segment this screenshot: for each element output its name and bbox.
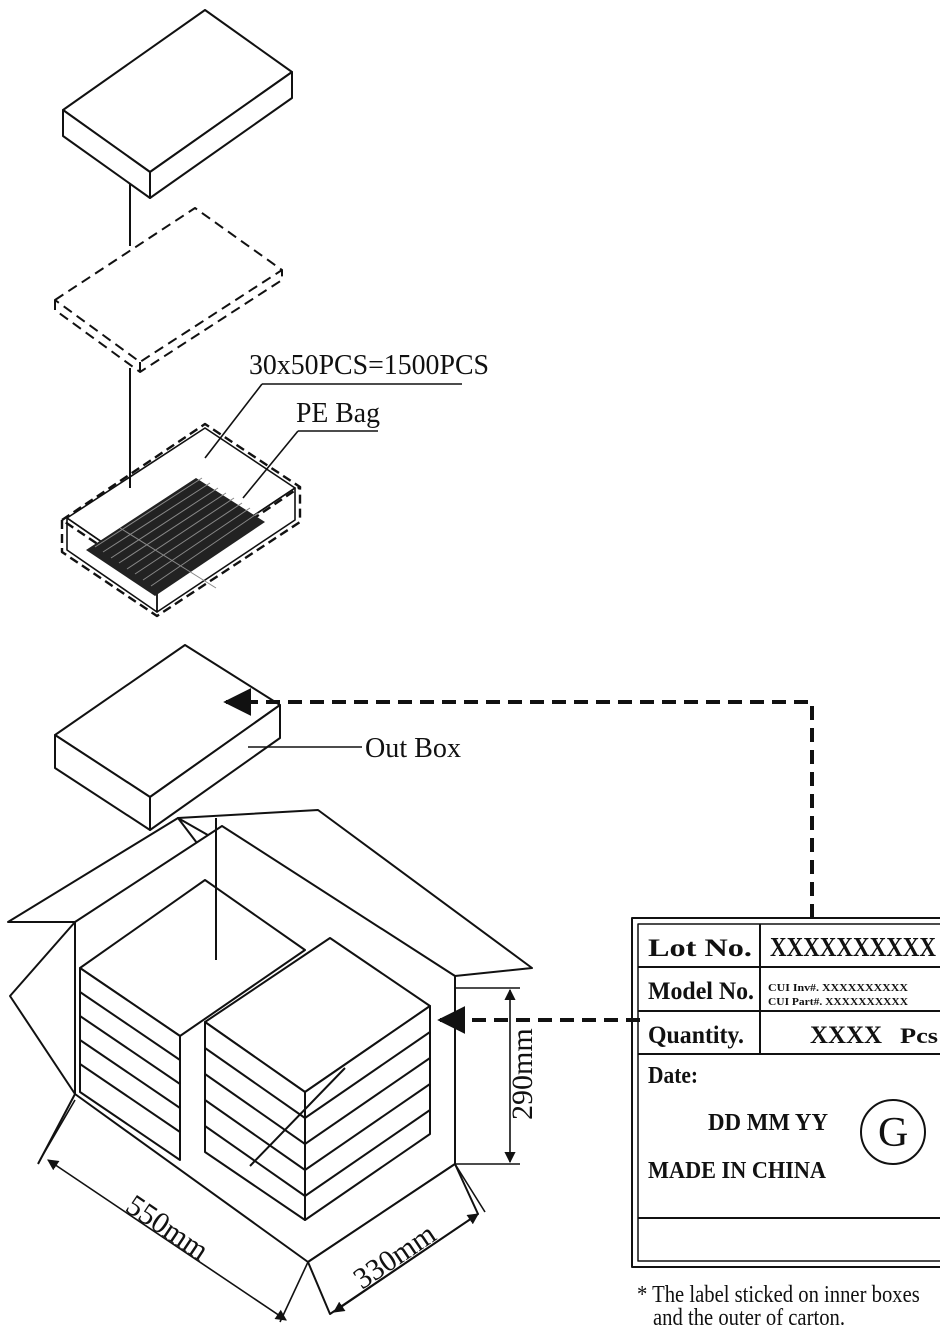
label-quantity-value: XXXX (810, 1022, 882, 1049)
label-g-mark: G (878, 1110, 908, 1156)
dimension-lines (39, 987, 520, 1323)
label-model-key: Model No. (648, 978, 754, 1005)
label-arrows (223, 688, 814, 1034)
label-lot-value: XXXXXXXXXX (770, 932, 936, 962)
label-quantity-unit: Pcs (900, 1023, 939, 1048)
inner-box-stack-left (79, 879, 306, 1161)
length-dimension: 550mm (120, 1188, 214, 1267)
label-lot-key: Lot No. (648, 935, 752, 962)
shipping-label (631, 917, 940, 1268)
label-date-key: Date: (648, 1063, 698, 1089)
out-box-callout: Out Box (365, 733, 461, 764)
divider-sheet (54, 207, 283, 373)
label-origin: MADE IN CHINA (648, 1158, 827, 1184)
inner-box-lid (62, 9, 293, 246)
callout-leaders (204, 383, 462, 499)
footnote-line-2: and the outer of carton. (653, 1305, 845, 1331)
label-quantity-key: Quantity. (648, 1022, 744, 1049)
label-model-inv: CUI Inv#. XXXXXXXXXX (768, 983, 909, 994)
quantity-callout: 30x50PCS=1500PCS (249, 349, 489, 381)
height-dimension: 290mm (506, 1028, 539, 1120)
label-model-part: CUI Part#. XXXXXXXXXX (768, 997, 909, 1008)
pe-bag-callout: PE Bag (296, 397, 380, 429)
parts-array (86, 477, 265, 596)
footnote-line-1: * The label sticked on inner boxes (637, 1282, 920, 1308)
label-date-value: DD MM YY (708, 1110, 828, 1136)
out-box (54, 644, 362, 960)
